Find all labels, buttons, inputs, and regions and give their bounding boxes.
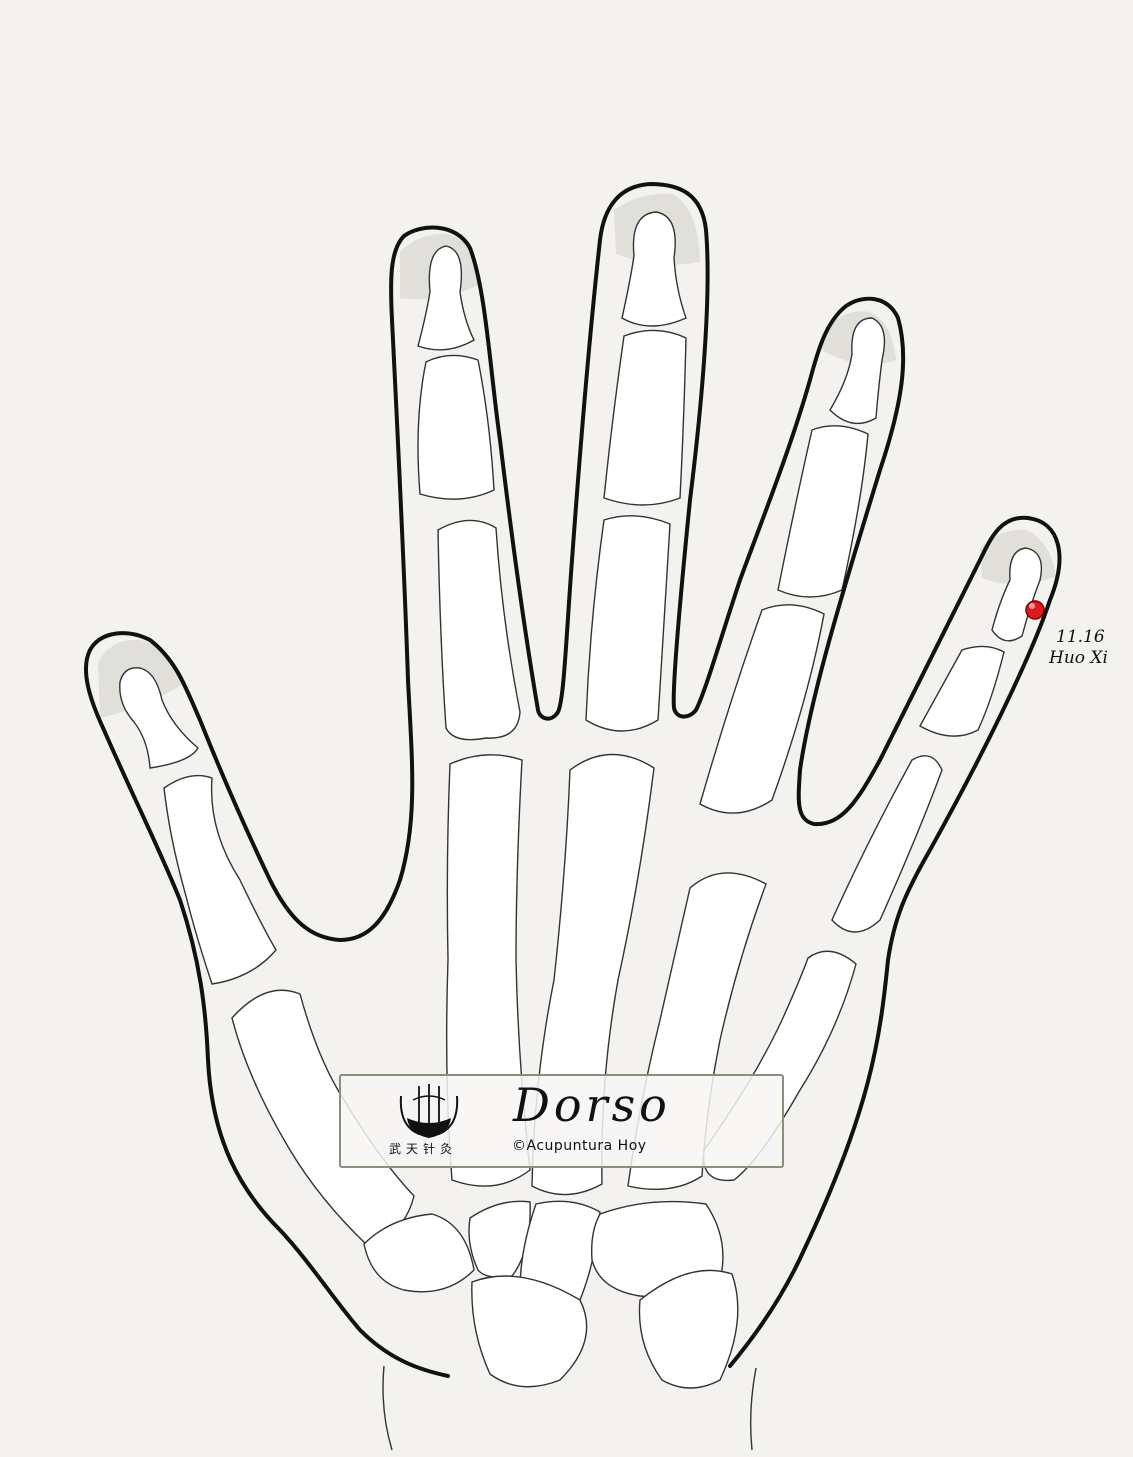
thumb-metacarpal bbox=[231, 989, 415, 1245]
acupoint-code: 11.16 bbox=[1056, 627, 1105, 647]
index-proximal-phalanx bbox=[437, 519, 521, 741]
index-distal-phalanx bbox=[417, 245, 475, 351]
carpal-lunate bbox=[471, 1275, 588, 1388]
thumb-distal-phalanx bbox=[119, 667, 199, 769]
bones bbox=[119, 211, 1043, 1389]
ring-middle-phalanx bbox=[777, 425, 869, 598]
little-distal-phalanx bbox=[991, 547, 1043, 642]
carpal-pisiform bbox=[638, 1269, 739, 1389]
middle-proximal-phalanx bbox=[585, 515, 671, 732]
ring-distal-phalanx bbox=[829, 317, 886, 425]
little-middle-phalanx bbox=[919, 645, 1005, 737]
middle-middle-phalanx bbox=[603, 329, 687, 506]
fingernails bbox=[98, 193, 1056, 718]
acupoint-huo-xi[interactable]: 11.16 Huo Xi bbox=[1025, 600, 1108, 668]
hand-outline bbox=[83, 182, 1062, 1378]
wrist-line-left bbox=[382, 1365, 393, 1451]
panel-title: Dorso bbox=[513, 1078, 671, 1132]
title-panel: 武天针灸 Dorso ©Acupuntura Hoy bbox=[339, 1074, 784, 1168]
panel-copyright: ©Acupuntura Hoy bbox=[512, 1138, 647, 1154]
middle-distal-phalanx bbox=[621, 211, 687, 327]
acupoint-name: Huo Xi bbox=[1048, 648, 1108, 668]
carpal-trapezium bbox=[363, 1213, 475, 1293]
little-proximal-phalanx bbox=[831, 755, 943, 933]
ring-proximal-phalanx bbox=[699, 604, 825, 814]
acupoint-marker-highlight bbox=[1029, 603, 1035, 609]
wrist-line-right bbox=[749, 1367, 757, 1451]
acupuncture-logo-icon bbox=[399, 1084, 459, 1138]
acupoint-marker[interactable] bbox=[1025, 600, 1045, 620]
thumb-proximal-phalanx bbox=[163, 774, 277, 985]
logo-characters: 武天针灸 bbox=[389, 1142, 458, 1156]
index-middle-phalanx bbox=[417, 354, 495, 500]
